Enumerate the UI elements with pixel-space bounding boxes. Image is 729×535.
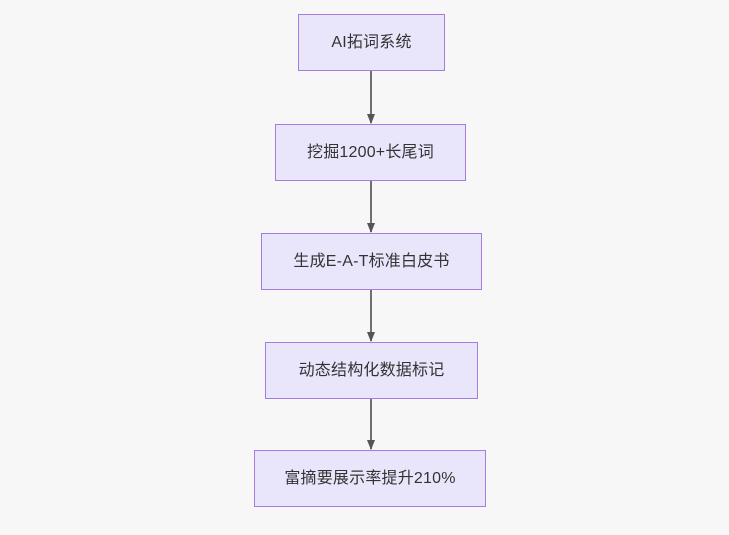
flowchart-node-generate-eat-whitepaper[interactable]: 生成E-A-T标准白皮书 [261,233,482,290]
node-label: 生成E-A-T标准白皮书 [293,252,450,270]
flowchart-node-dynamic-structured-data-markup[interactable]: 动态结构化数据标记 [265,342,478,399]
node-label: 动态结构化数据标记 [298,361,445,379]
node-label: AI拓词系统 [331,33,412,51]
flowchart-node-ai-keyword-system[interactable]: AI拓词系统 [298,14,445,71]
node-label: 富摘要展示率提升210% [284,469,456,487]
flowchart-node-mine-longtail-keywords[interactable]: 挖掘1200+长尾词 [275,124,466,181]
flowchart-node-rich-snippet-rate-increase[interactable]: 富摘要展示率提升210% [254,450,486,507]
node-label: 挖掘1200+长尾词 [307,143,434,161]
